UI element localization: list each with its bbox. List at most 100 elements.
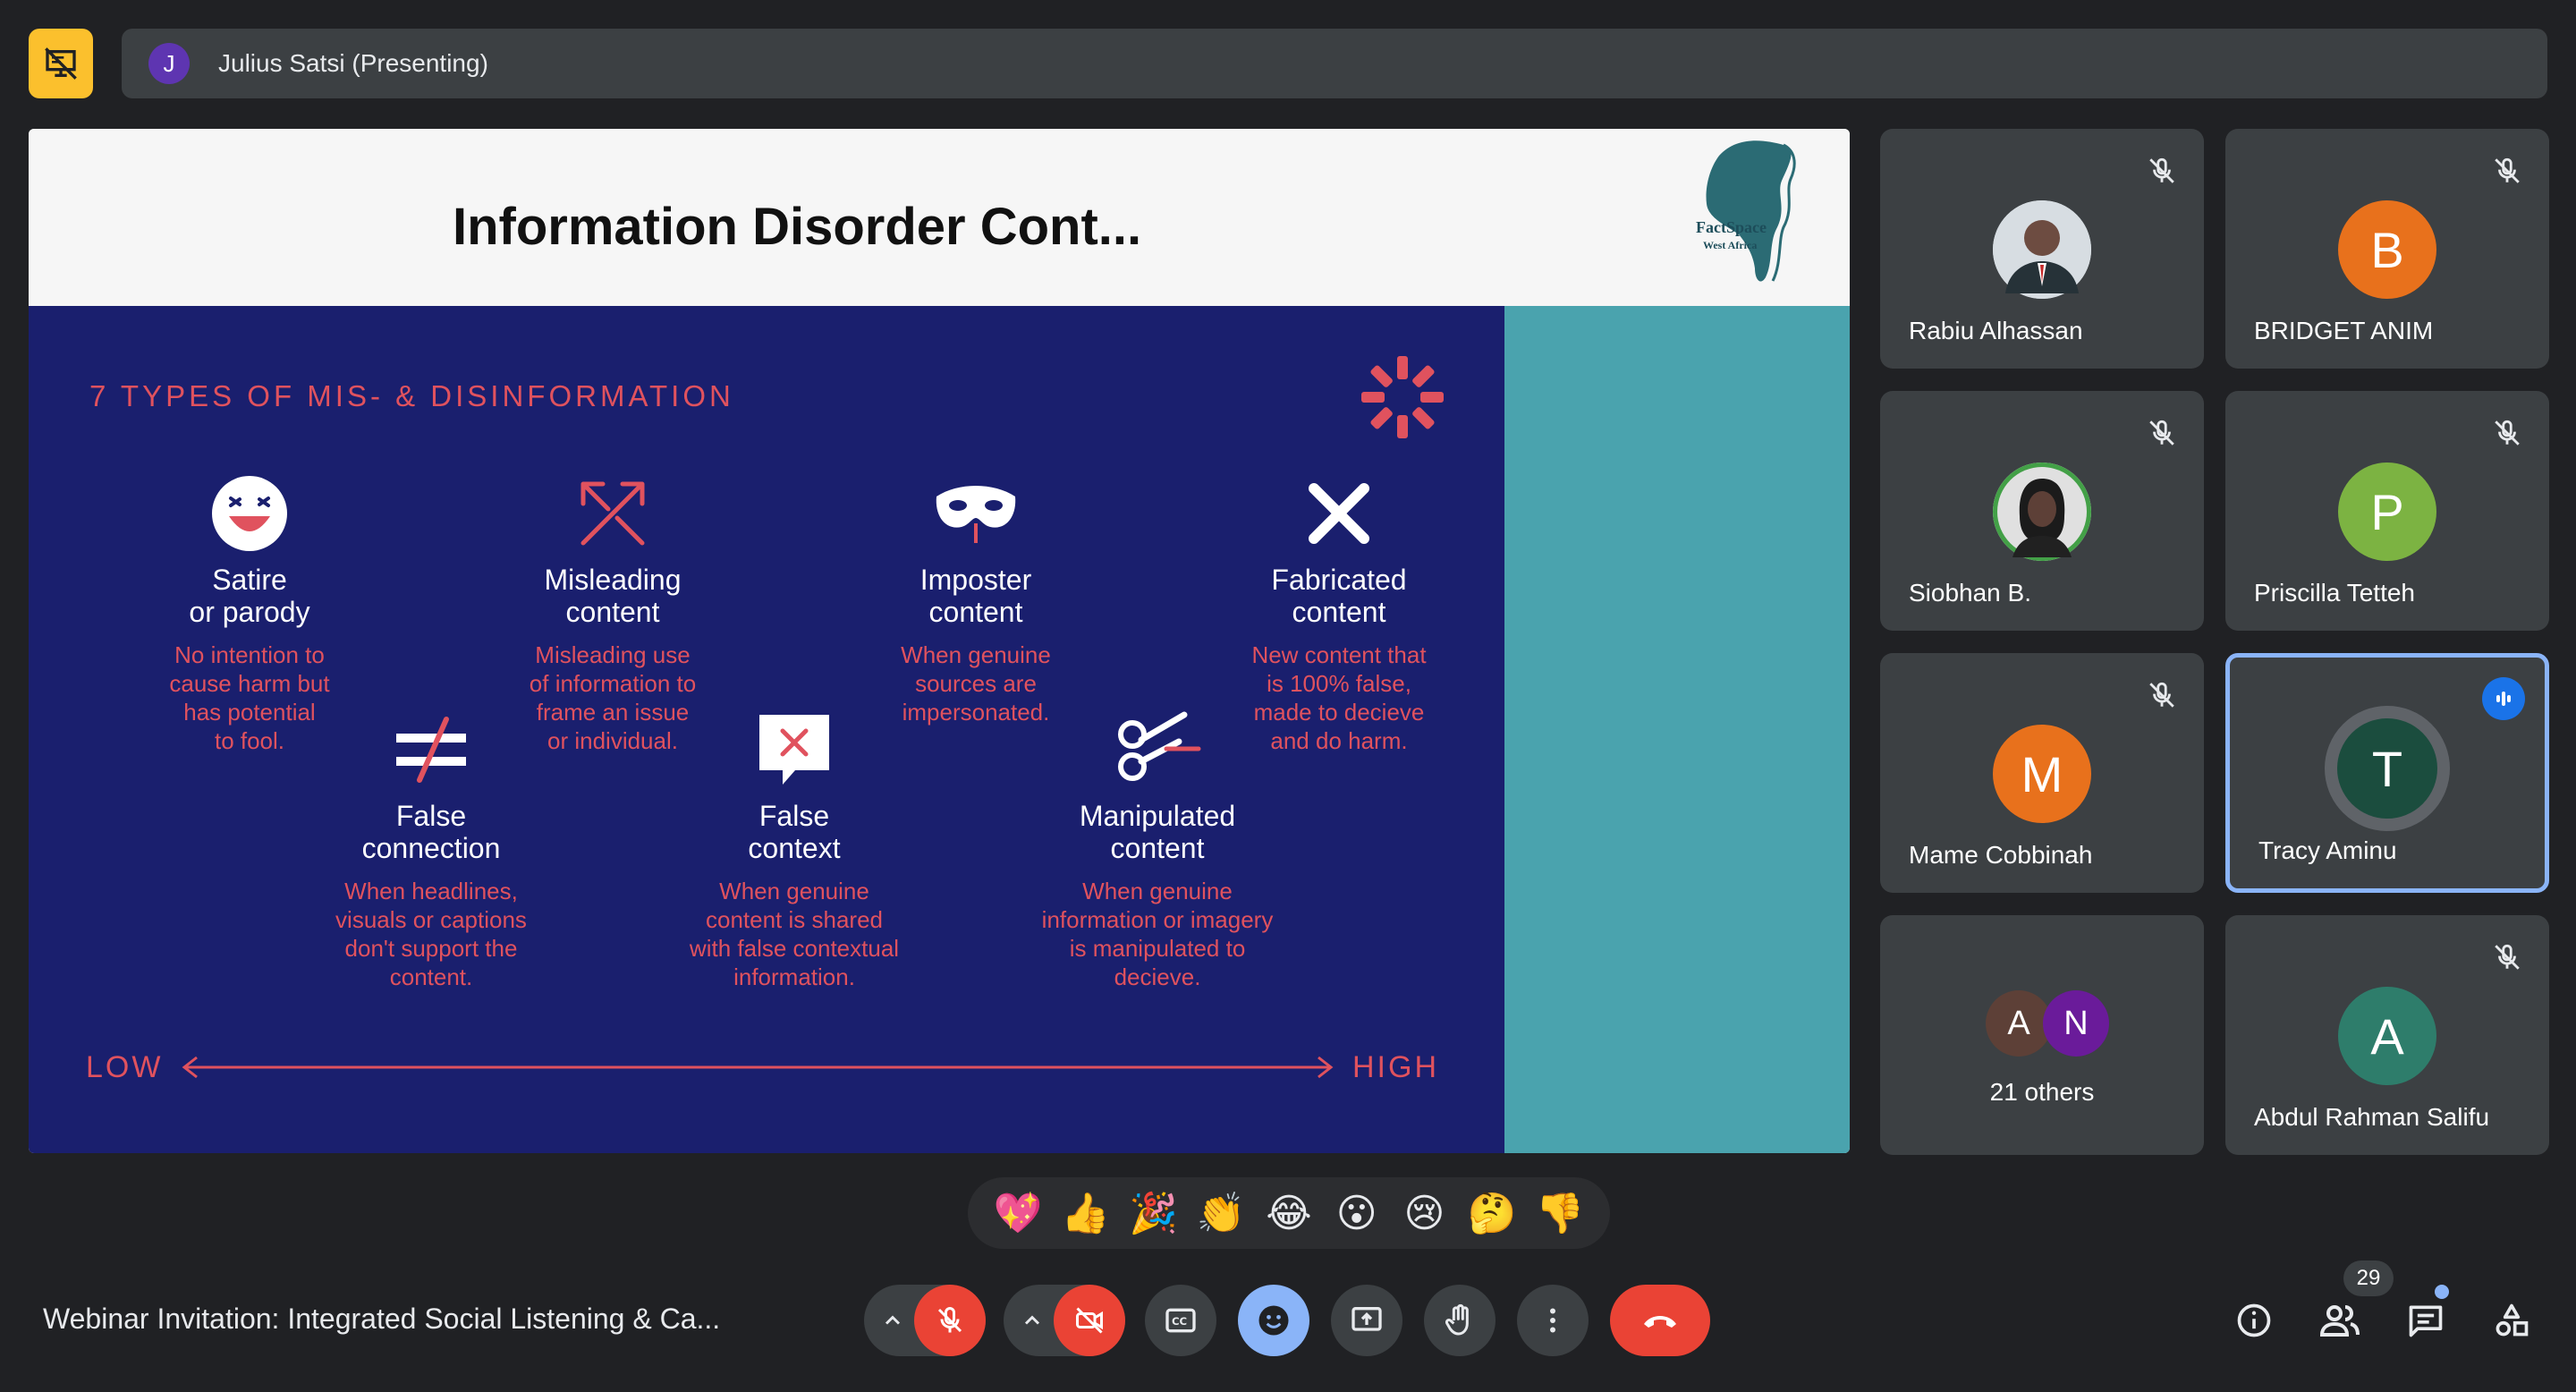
- laughing-face-icon: [115, 469, 384, 558]
- user-photo-icon: [1993, 463, 2091, 561]
- party-popper-reaction[interactable]: 🎉: [1129, 1191, 1178, 1236]
- type-title: Misleading content: [544, 564, 682, 628]
- surprised-reaction[interactable]: 😮: [1335, 1190, 1377, 1236]
- thinking-reaction[interactable]: 🤔: [1467, 1191, 1517, 1236]
- closed-captions-icon: CC: [1165, 1308, 1196, 1333]
- participant-name: Tracy Aminu: [2258, 836, 2397, 864]
- participant-tile[interactable]: M Mame Cobbinah: [1880, 653, 2204, 893]
- presentation-off-icon: [45, 47, 77, 80]
- type-description: When headlines, visuals or captions don'…: [335, 878, 527, 990]
- chevron-up-icon[interactable]: [880, 1308, 905, 1333]
- type-description: When genuine information or imagery is m…: [1041, 878, 1274, 990]
- smiley-icon: [1258, 1305, 1289, 1336]
- mic-off-icon: [2495, 157, 2520, 183]
- stop-presenting-button[interactable]: [29, 29, 93, 98]
- svg-text:West Africa: West Africa: [1703, 239, 1757, 251]
- mic-off-icon: [2495, 944, 2520, 970]
- microphone-control: [864, 1285, 986, 1356]
- scissors-icon: [1023, 705, 1292, 794]
- info-icon: [2237, 1303, 2271, 1337]
- type-title: False context: [748, 800, 841, 864]
- type-manipulated: Manipulated content When genuine informa…: [1023, 705, 1292, 991]
- presenting-banner: J Julius Satsi (Presenting): [122, 29, 2547, 98]
- send-reaction-button[interactable]: [1238, 1285, 1309, 1356]
- participant-count-badge: 29: [2343, 1260, 2394, 1296]
- participant-tile[interactable]: B BRIDGET ANIM: [2225, 129, 2549, 369]
- raise-hand-button[interactable]: [1424, 1285, 1496, 1356]
- mic-off-icon: [937, 1306, 962, 1333]
- avatar: P: [2338, 463, 2436, 561]
- activities-button[interactable]: [2485, 1294, 2538, 1347]
- avatar: M: [1993, 725, 2091, 823]
- type-title: Satire or parody: [189, 564, 310, 628]
- participant-name: BRIDGET ANIM: [2254, 317, 2434, 344]
- sparkling-heart-reaction[interactable]: 💖: [993, 1191, 1043, 1236]
- factspace-logo: FactSpace West Africa: [1696, 140, 1796, 282]
- others-avatar-stack: A N: [1986, 990, 2111, 1062]
- chat-icon: [2409, 1305, 2443, 1337]
- slide-header: Information Disorder Cont... FactSpace W…: [29, 129, 1850, 306]
- activities-shapes-icon: [2496, 1303, 2529, 1337]
- captions-button[interactable]: CC: [1145, 1285, 1216, 1356]
- slide-subtitle: 7 TYPES OF MIS- & DISINFORMATION: [89, 379, 734, 412]
- diverging-arrows-icon: [479, 469, 747, 558]
- more-vert-icon: [1550, 1308, 1555, 1333]
- presentation-slide: Information Disorder Cont... FactSpace W…: [29, 129, 1850, 1153]
- participant-tile[interactable]: A Abdul Rahman Salifu: [2225, 915, 2549, 1155]
- microphone-toggle-button[interactable]: [914, 1285, 986, 1356]
- speech-bubble-x-icon: [660, 705, 928, 794]
- avatar: A: [1986, 990, 2052, 1057]
- type-title: Imposter content: [919, 564, 1032, 628]
- svg-text:CC: CC: [1172, 1315, 1187, 1328]
- more-options-button[interactable]: [1517, 1285, 1589, 1356]
- present-now-button[interactable]: [1331, 1285, 1402, 1356]
- avatar: A: [2338, 987, 2436, 1085]
- avatar: N: [2043, 990, 2109, 1057]
- participant-tile[interactable]: Siobhan B.: [1880, 391, 2204, 631]
- clapping-reaction[interactable]: 👏: [1196, 1191, 1246, 1236]
- leave-call-button[interactable]: [1610, 1285, 1710, 1356]
- meeting-title: Webinar Invitation: Integrated Social Li…: [43, 1303, 721, 1335]
- meeting-details-button[interactable]: [2227, 1294, 2281, 1347]
- chat-button[interactable]: [2399, 1294, 2453, 1347]
- participant-tile-active-speaker[interactable]: T Tracy Aminu: [2225, 653, 2549, 893]
- mic-off-icon: [2149, 157, 2174, 183]
- participant-tile[interactable]: Rabiu Alhassan: [1880, 129, 2204, 369]
- camera-toggle-button[interactable]: [1054, 1285, 1125, 1356]
- type-title: Fabricated content: [1271, 564, 1407, 628]
- type-imposter: Imposter content When genuine sources ar…: [842, 469, 1110, 726]
- avatar: [1993, 463, 2091, 561]
- type-title: Manipulated content: [1079, 800, 1236, 864]
- participant-name: Siobhan B.: [1909, 579, 2031, 607]
- hang-up-icon: [1644, 1316, 1676, 1328]
- thumbs-up-reaction[interactable]: 👍: [1061, 1191, 1111, 1236]
- speaking-indicator-icon: [2482, 677, 2525, 720]
- mask-icon: [842, 469, 1110, 558]
- participant-name: Rabiu Alhassan: [1909, 317, 2083, 344]
- camera-control: [1004, 1285, 1125, 1356]
- participant-name: Priscilla Tetteh: [2254, 579, 2416, 607]
- mic-off-icon: [2149, 682, 2174, 708]
- type-description: When genuine sources are impersonated.: [901, 641, 1051, 726]
- type-description: New content that is 100% false, made to …: [1251, 641, 1427, 754]
- participant-tile[interactable]: P Priscilla Tetteh: [2225, 391, 2549, 631]
- not-equal-icon: [297, 705, 565, 794]
- people-button[interactable]: [2313, 1294, 2367, 1347]
- type-description: No intention to cause harm but has poten…: [169, 641, 330, 754]
- slide-body: 7 TYPES OF MIS- & DISINFORMATION: [29, 306, 1504, 1153]
- participant-name: Mame Cobbinah: [1909, 841, 2093, 869]
- chevron-up-icon[interactable]: [1020, 1308, 1045, 1333]
- people-icon: [2319, 1305, 2360, 1337]
- mic-off-icon: [2149, 420, 2174, 446]
- avatar: B: [2338, 200, 2436, 299]
- others-tile[interactable]: A N 21 others: [1880, 915, 2204, 1155]
- thumbs-down-reaction[interactable]: 👎: [1535, 1191, 1585, 1236]
- avatar: T: [2325, 706, 2450, 831]
- scale-high-label: HIGH: [1352, 1050, 1439, 1084]
- type-description: When genuine content is shared with fals…: [689, 878, 900, 990]
- crying-reaction[interactable]: 😢: [1403, 1190, 1445, 1236]
- presenter-avatar: J: [148, 43, 190, 84]
- type-description: Misleading use of information to frame a…: [529, 641, 697, 754]
- laughing-reaction[interactable]: 😂: [1266, 1190, 1312, 1236]
- slide-title: Information Disorder Cont...: [453, 198, 1142, 256]
